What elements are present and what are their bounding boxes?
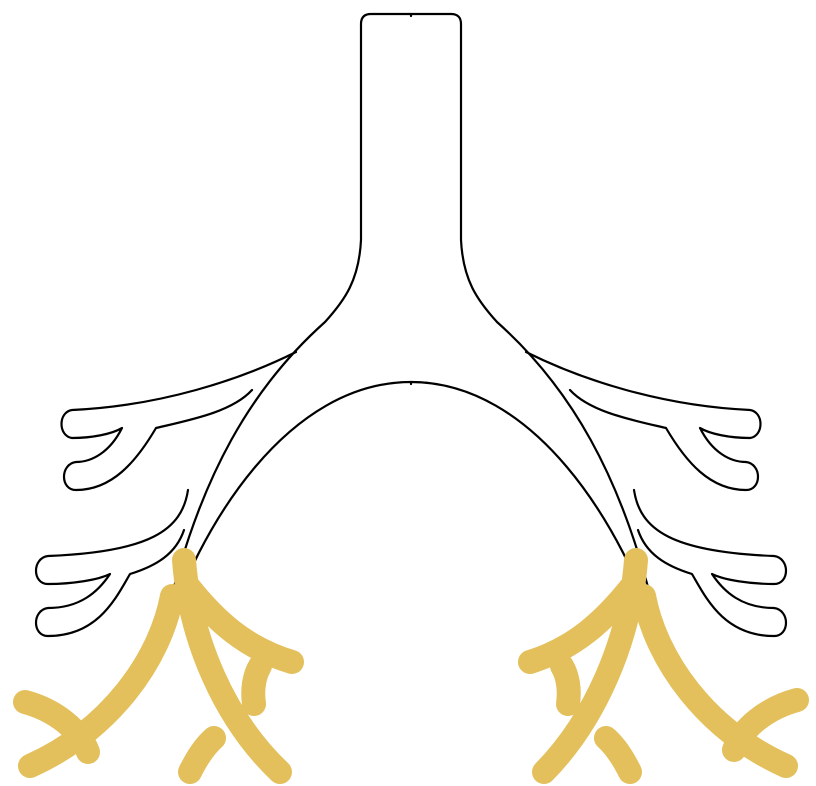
trachea — [160, 14, 662, 648]
right-upper-bronchus — [526, 352, 761, 490]
right-lower-bronchus-upper-branch — [562, 666, 569, 704]
left-lower-bronchus-main — [30, 596, 172, 766]
lower-bronchi-highlight — [25, 560, 797, 772]
trachea-and-bronchi-outline — [36, 14, 786, 648]
right-lower-bronchus-inner-branch — [606, 738, 630, 772]
right-lower-bronchus-main — [644, 596, 786, 766]
left-lower-bronchus-upper-branch — [253, 666, 260, 704]
left-upper-bronchus — [62, 352, 297, 490]
left-lower-bronchus-inner-branch — [190, 738, 214, 772]
